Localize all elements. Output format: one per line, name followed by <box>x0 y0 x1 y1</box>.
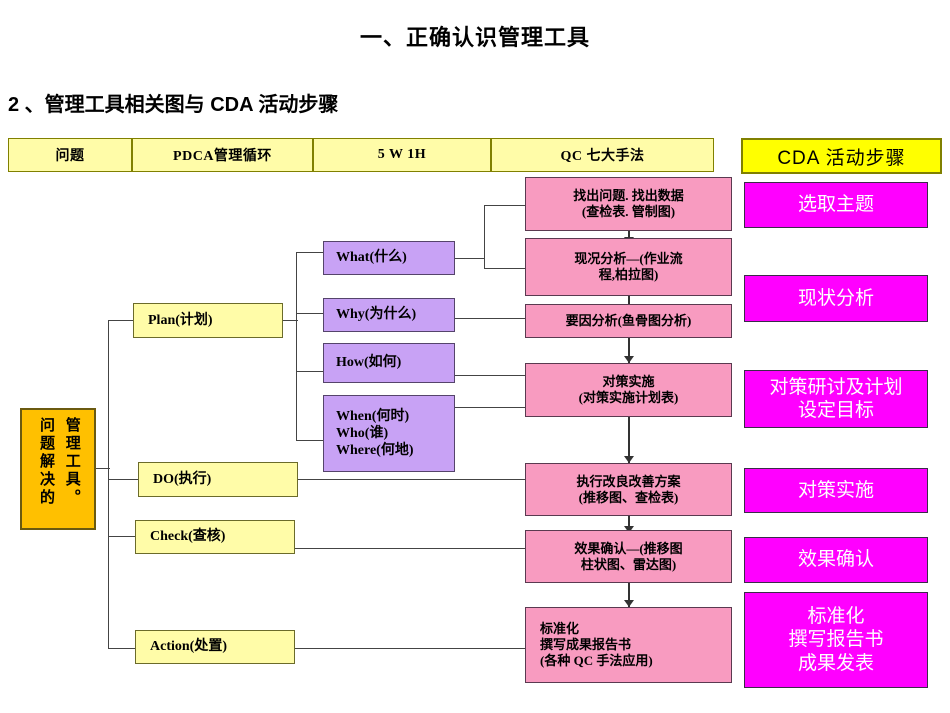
node-qc-countermeasure-plan: 对策实施 (对策实施计划表) <box>525 363 732 417</box>
connector-check-to-qc6 <box>295 548 526 549</box>
connector-to-why <box>296 313 325 314</box>
connector-root-stub <box>96 468 110 469</box>
header-cell-cda: CDA 活动步骤 <box>741 138 942 174</box>
connector-to-when <box>296 440 325 441</box>
node-cda-countermeasure-execute: 对策实施 <box>744 468 928 513</box>
node-pdca-plan: Plan(计划) <box>133 303 283 338</box>
section-subtitle: 2 、管理工具相关图与 CDA 活动步骤 <box>8 94 339 116</box>
root-text-right: 管理工具。 <box>63 417 80 507</box>
node-cda-current-analysis: 现状分析 <box>744 275 928 322</box>
header-cell-qc: QC 七大手法 <box>491 138 714 172</box>
connector-why-to-qc3 <box>455 318 526 319</box>
node-qc-find-problem: 找出问题. 找出数据 (查检表. 管制图) <box>525 177 732 231</box>
node-qc-standardization: 标准化 撰写成果报告书 (各种 QC 手法应用) <box>525 607 732 683</box>
connector-what-to-qc2 <box>484 268 526 269</box>
node-5w1h-when-who-where: When(何时) Who(谁) Where(何地) <box>323 395 455 472</box>
node-5w1h-what: What(什么) <box>323 241 455 275</box>
connector-what-out <box>455 258 485 259</box>
node-pdca-action: Action(处置) <box>135 630 295 664</box>
connector-to-check <box>108 536 137 537</box>
connector-pdca-trunk <box>108 320 109 648</box>
header-cell-5w1h: 5 W 1H <box>313 138 491 172</box>
node-qc-execute-improvement: 执行改良改善方案 (推移图、查检表) <box>525 463 732 516</box>
page-title: 一、正确认识管理工具 <box>359 25 590 50</box>
connector-do-to-qc5 <box>298 479 526 480</box>
connector-5w1h-trunk <box>296 252 297 440</box>
node-5w1h-why: Why(为什么) <box>323 298 455 332</box>
node-pdca-check: Check(查核) <box>135 520 295 554</box>
connector-to-action <box>108 648 137 649</box>
node-qc-effect-confirmation: 效果确认—(推移图 柱状图、雷达图) <box>525 530 732 583</box>
connector-to-how <box>296 371 325 372</box>
node-qc-cause-analysis: 要因分析(鱼骨图分析) <box>525 304 732 338</box>
connector-to-what <box>296 252 325 253</box>
connector-how-to-qc4 <box>455 375 526 376</box>
node-5w1h-how: How(如何) <box>323 343 455 383</box>
connector-to-do <box>108 479 138 480</box>
node-cda-countermeasure-study: 对策研讨及计划 设定目标 <box>744 370 928 428</box>
connector-what-split <box>484 205 485 268</box>
header-cell-problem: 问题 <box>8 138 132 172</box>
connector-action-to-qc7 <box>295 648 526 649</box>
root-node-management-tools: 管理工具。 问题解决的 <box>20 408 96 530</box>
connector-to-plan <box>108 320 135 321</box>
header-cell-pdca: PDCA管理循环 <box>132 138 313 172</box>
connector-when-to-qc4 <box>455 407 526 408</box>
connector-what-to-qc1 <box>484 205 526 206</box>
root-text-left: 问题解决的 <box>38 417 54 507</box>
node-pdca-do: DO(执行) <box>138 462 298 497</box>
connector-plan-out <box>283 320 298 321</box>
node-cda-standardization: 标准化 撰写报告书 成果发表 <box>744 592 928 688</box>
node-cda-select-topic: 选取主题 <box>744 182 928 228</box>
node-cda-effect-confirmation: 效果确认 <box>744 537 928 583</box>
node-qc-current-analysis: 现况分析—(作业流 程,柏拉图) <box>525 238 732 296</box>
